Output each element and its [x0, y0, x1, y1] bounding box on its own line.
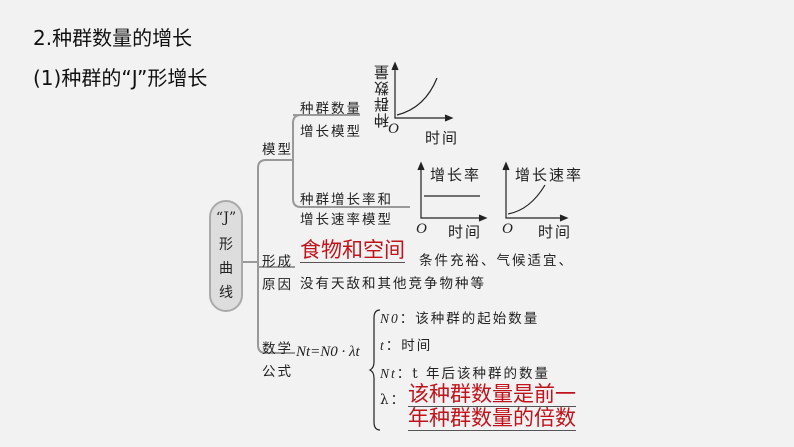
model-branch2-line1: 种群增长率和 — [300, 192, 393, 208]
formula-item-nt: Nt：t 年后该种群的数量 — [380, 362, 550, 382]
formula-item-t: t：时间 — [380, 334, 432, 354]
cause-line2: 没有天敌和其他竞争物种等 — [300, 276, 486, 292]
model-label: 模型 — [262, 142, 293, 158]
graph1-origin: O — [388, 121, 401, 137]
node-char: 线 — [219, 285, 233, 301]
formula-label-2: 公式 — [262, 364, 293, 380]
graph2-xlabel: 时间 — [448, 223, 483, 241]
graph3-ylabel: 增长速率 — [515, 166, 584, 184]
graph1-xlabel: 时间 — [425, 129, 460, 147]
cause-highlight: 食物和空间 — [300, 238, 405, 263]
tree-trunk — [243, 159, 295, 354]
graph2-origin: O — [416, 221, 429, 237]
formula-label-1: 数学 — [262, 341, 293, 357]
symbol: Nt — [380, 366, 397, 381]
graph3-curve — [507, 184, 546, 215]
lambda-highlight-2: 年种群数量的倍数 — [408, 406, 576, 431]
section-title: 2.种群数量的增长 — [33, 26, 193, 50]
graph1-ylabel: 种群数量 — [373, 64, 391, 128]
graph1-axes — [394, 65, 450, 119]
symbol: t — [380, 338, 386, 353]
definition: ：该种群的起始数量 — [399, 311, 540, 327]
brace — [368, 309, 381, 431]
model-branch2-line2: 增长速率模型 — [300, 212, 393, 228]
lambda-highlight-1: 该种群数量是前一 — [408, 382, 576, 407]
definition: ：时间 — [385, 338, 433, 354]
subsection-title: (1)种群的“J”形增长 — [33, 66, 208, 90]
graph3-axes — [505, 165, 565, 219]
formula-item-lambda: λ： — [380, 388, 406, 408]
graph3-origin: O — [502, 221, 515, 237]
node-char: 曲 — [219, 261, 233, 277]
j-label: “J” — [215, 210, 237, 226]
cause-label-2: 原因 — [262, 277, 293, 293]
graph3-xlabel: 时间 — [538, 223, 573, 241]
symbol: N0 — [380, 311, 400, 326]
symbol: λ — [380, 392, 391, 408]
definition: ： — [390, 392, 407, 408]
model-bracket — [292, 114, 410, 208]
cause-line1: 条件充裕、气候适宜、 — [419, 253, 574, 269]
cause-label-1: 形成 — [262, 254, 293, 270]
model-branch1-line2: 增长模型 — [300, 124, 362, 140]
j-curve-node: “J” 形 曲 线 — [209, 200, 243, 312]
model-branch1-line1: 种群数量 — [300, 101, 362, 117]
graph1-curve — [396, 77, 438, 116]
definition: ：t 年后该种群的数量 — [396, 366, 550, 382]
graph2-ylabel: 增长率 — [430, 166, 482, 184]
formula-expression: Nt=N0 · λt — [296, 344, 360, 360]
formula-item-n0: N0：该种群的起始数量 — [380, 307, 539, 327]
node-char: 形 — [219, 237, 233, 253]
graph2-axes — [420, 165, 484, 219]
